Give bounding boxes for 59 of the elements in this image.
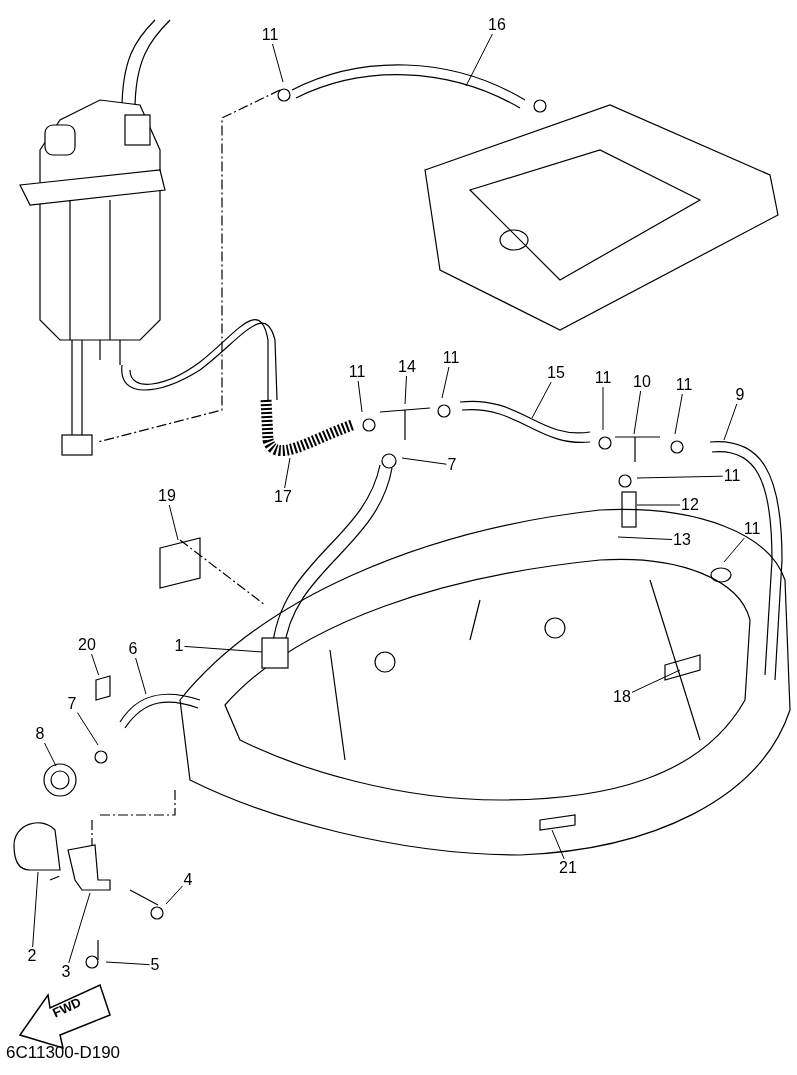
callout-number: 20: [77, 636, 97, 654]
callout-number: 11: [347, 363, 367, 381]
callout-number: 18: [612, 688, 632, 706]
callout-number: 15: [546, 364, 566, 382]
leader-line: [76, 712, 99, 746]
leader-line: [723, 537, 745, 563]
leader-line: [617, 536, 673, 541]
part-code: 6C11300-D190: [6, 1043, 121, 1063]
decal: [95, 675, 111, 701]
leader-line: [168, 504, 179, 541]
leader-line: [284, 457, 291, 489]
leader-line: [465, 33, 493, 87]
callout-number: 19: [157, 487, 177, 505]
leader-line: [633, 390, 642, 435]
leader-line: [631, 669, 681, 693]
callout-number: 8: [34, 725, 46, 743]
callout-number: 21: [558, 859, 578, 877]
leader-line: [68, 892, 91, 964]
leader-line: [32, 871, 39, 948]
callout-number: 1: [173, 637, 185, 655]
callout-number: 14: [397, 358, 417, 376]
callout-number: 3: [60, 963, 72, 981]
leader-line: [636, 504, 681, 506]
callout-number: 16: [487, 16, 507, 34]
leader-line: [44, 742, 57, 767]
callout-number: 7: [66, 695, 78, 713]
callout-number: 11: [441, 349, 461, 367]
callout-number: 11: [674, 376, 694, 394]
leader-line: [723, 403, 738, 441]
leader-line: [531, 381, 552, 419]
callout-number: 11: [722, 467, 742, 485]
callout-number: 10: [632, 373, 652, 391]
leader-line: [441, 366, 450, 399]
callout-number: 5: [149, 956, 161, 974]
callout-number: 6: [127, 640, 139, 658]
leader-line: [551, 829, 565, 860]
leader-line: [636, 475, 724, 479]
leader-line: [272, 43, 284, 83]
leader-line: [401, 457, 448, 465]
callout-number: 12: [680, 496, 700, 514]
callout-number: 7: [446, 456, 458, 474]
callout-number: 13: [672, 531, 692, 549]
leader-line: [602, 386, 604, 431]
leader-line: [105, 961, 151, 966]
leader-line: [165, 885, 184, 905]
callout-number: 4: [182, 871, 194, 889]
callout-number: 11: [742, 520, 762, 538]
leader-line: [357, 380, 363, 413]
leader-line: [183, 645, 263, 653]
callout-number: 9: [734, 386, 746, 404]
callout-number: 17: [273, 488, 293, 506]
leader-line: [91, 653, 100, 676]
direction-label: FWD: [50, 994, 84, 1021]
leader-line: [674, 393, 683, 435]
leader-line: [404, 375, 407, 405]
callout-number: 11: [593, 369, 613, 387]
leader-line: [135, 657, 147, 695]
callout-number: 2: [26, 947, 38, 965]
callout-number: 11: [260, 26, 280, 44]
